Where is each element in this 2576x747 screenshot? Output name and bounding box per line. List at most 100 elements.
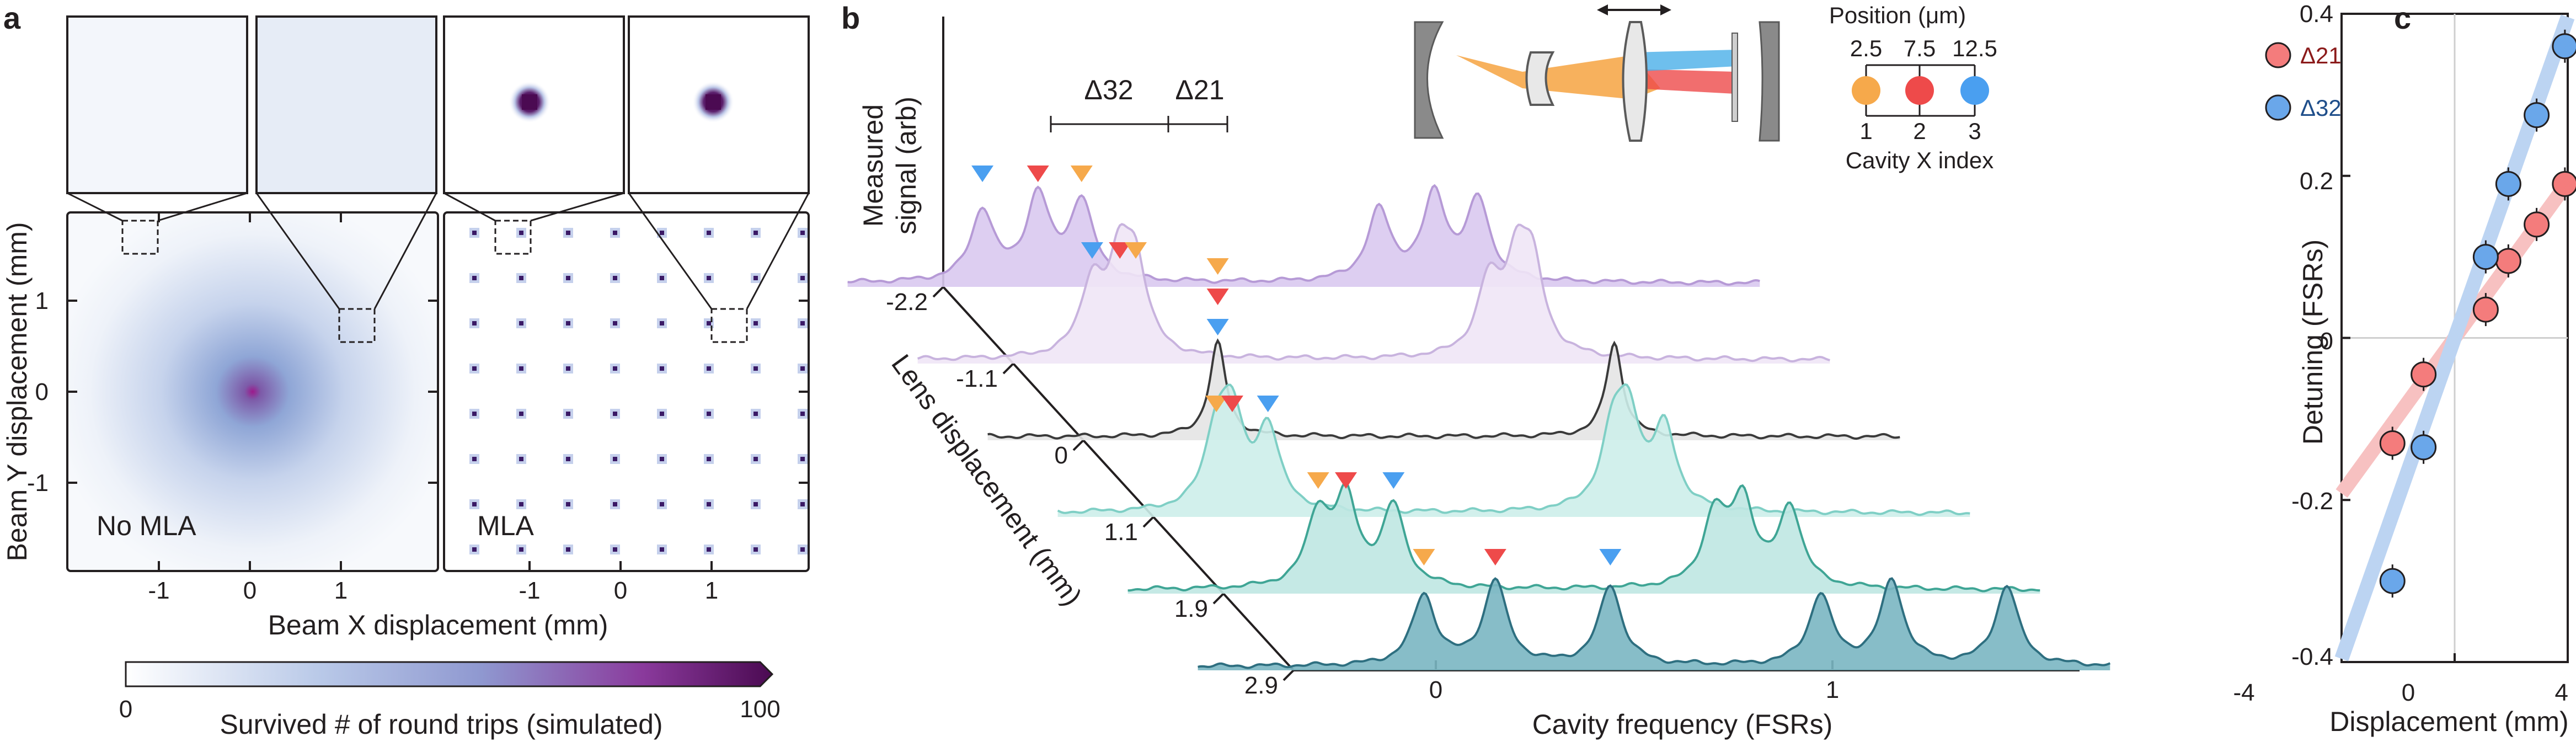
mla-spot	[472, 457, 477, 461]
connector	[255, 193, 340, 310]
mla-spot	[660, 412, 664, 416]
mla-spot	[519, 547, 523, 552]
colorbar-min: 0	[119, 696, 132, 723]
mla-spot	[753, 321, 758, 326]
mla-spot	[660, 502, 664, 506]
panel-a-ylabel: Beam Y displacement (mm)	[2, 222, 33, 561]
mla-spot	[519, 412, 523, 416]
mla-spot	[472, 231, 477, 235]
peak-marker-index-1	[1205, 396, 1228, 412]
peak-marker-index-3	[1081, 242, 1103, 259]
mla-spot	[472, 412, 477, 416]
mla-spot	[800, 231, 805, 235]
panel-c-ylabel: Detuning (FSRs)	[2297, 239, 2328, 445]
lens-1	[1525, 51, 1555, 106]
depth-tick	[1072, 439, 1084, 451]
mla-spot	[519, 457, 523, 461]
peak-marker-index-3	[1257, 396, 1279, 412]
label-nomla: No MLA	[97, 510, 196, 541]
xtick-left-minus1: -1	[148, 577, 169, 604]
c-ytick-minus0.4: -0.4	[2291, 643, 2333, 670]
mla-spot	[613, 457, 617, 461]
zoom-box-mla-2	[710, 308, 748, 343]
mla-plate	[1731, 33, 1738, 122]
mla-spot	[707, 276, 711, 280]
c-ytick-minus0.2: -0.2	[2291, 488, 2333, 515]
panel-a-xlabel: Beam X displacement (mm)	[268, 610, 608, 641]
xtick-left-1: 1	[334, 577, 348, 604]
mla-spot	[800, 321, 805, 326]
mla-spot	[800, 547, 805, 552]
trace-fill	[1057, 384, 1970, 517]
mla-spot	[472, 321, 477, 326]
panel-b: b 0 1 Cavity frequency (FSRs) Measured s…	[841, 1, 2111, 740]
mla-spot	[566, 366, 570, 371]
legend-pos-3: 12.5	[1952, 35, 1997, 61]
depth-tick	[932, 286, 944, 298]
depth-tick-label: -1.1	[956, 365, 998, 392]
data-point-delta21	[2552, 170, 2576, 197]
arrow-head-left	[1597, 4, 1608, 15]
connector	[157, 192, 248, 222]
beam-orange	[1456, 55, 1660, 99]
trace-fill	[847, 185, 1760, 287]
depth-tick	[1142, 516, 1155, 528]
mla-spot	[707, 321, 711, 326]
depth-tick	[1282, 669, 1295, 681]
mla-spot	[472, 502, 477, 506]
mla-spot	[707, 412, 711, 416]
delta21-label: Δ21	[1175, 74, 1224, 105]
panel-a-letter: a	[3, 1, 21, 35]
zoom-box-nomla-1	[121, 220, 159, 255]
mla-spot	[613, 276, 617, 280]
mla-spot	[707, 502, 711, 506]
c-ytick-0.2: 0.2	[2300, 168, 2333, 195]
c-ytick-0.4: 0.4	[2300, 1, 2333, 28]
data-point-delta32	[2524, 102, 2550, 129]
depth-tick-label: 1.1	[1104, 519, 1138, 546]
data-point-delta32	[2411, 434, 2437, 461]
mla-spot	[519, 231, 523, 235]
mla-spot	[613, 231, 617, 235]
legend-dot-3	[1960, 76, 1989, 105]
mla-spot	[613, 547, 617, 552]
data-point-delta21	[2524, 211, 2550, 238]
legend-index-1: 1	[1859, 118, 1872, 144]
mla-spot	[566, 231, 570, 235]
mla-spot	[519, 276, 523, 280]
connector	[67, 192, 123, 222]
legend-pos-2: 7.5	[1904, 35, 1936, 61]
nomla-ticks	[67, 212, 438, 571]
mla-spot	[472, 366, 477, 371]
peak-marker-index-1	[1206, 258, 1229, 275]
peak-markers	[971, 166, 1622, 565]
connector	[746, 193, 810, 310]
legend-caption: Cavity X index	[1846, 147, 1994, 173]
position-legend: Position (μm) 2.5 7.5 12.5 1 2 3 Cavity …	[1829, 2, 1997, 173]
delta-brackets	[1050, 116, 1228, 132]
legend-dot-1	[1852, 76, 1880, 105]
xtick-left-0: 0	[243, 577, 256, 604]
peak-marker-index-2	[1221, 396, 1243, 412]
mla-spot	[660, 547, 664, 552]
mla-spot	[660, 457, 664, 461]
trace-line	[917, 223, 1830, 363]
mla-spot	[800, 366, 805, 371]
trace-fill	[1198, 578, 2110, 670]
legend-index-3: 3	[1968, 118, 1981, 144]
mla-spot	[753, 502, 758, 506]
mla-spot	[753, 276, 758, 280]
xtick-right-0: 0	[614, 577, 627, 604]
panel-a: a	[2, 1, 810, 740]
peak-marker-index-3	[1382, 472, 1405, 489]
mla-spot	[660, 276, 664, 280]
depth-tick	[1212, 593, 1225, 605]
mla-spot	[707, 366, 711, 371]
legend-index-2: 2	[1913, 118, 1926, 144]
panel-b-ylabel-1: Measured	[858, 104, 889, 227]
ytick-0: 0	[35, 378, 49, 405]
inset-mla-1-core	[522, 94, 537, 110]
peak-marker-index-1	[1307, 472, 1329, 489]
data-point-delta21	[2472, 296, 2499, 323]
mirror-left	[1414, 21, 1444, 139]
